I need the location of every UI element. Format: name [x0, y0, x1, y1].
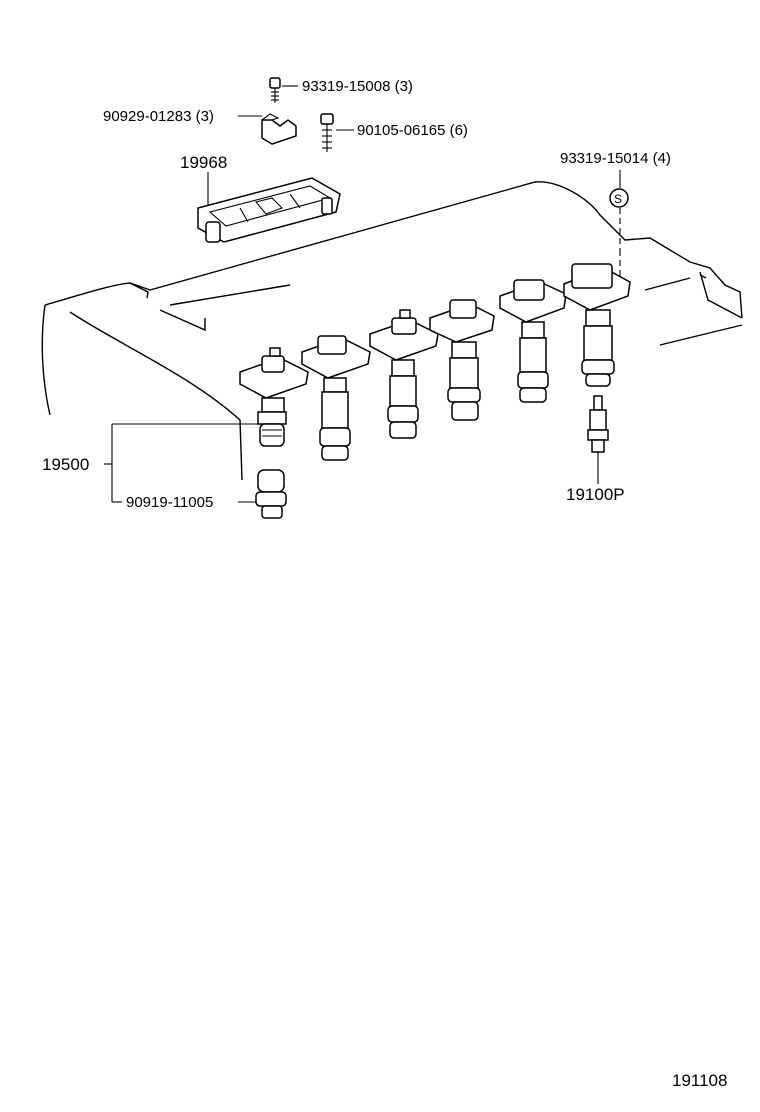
label-plug: 19100P [566, 485, 625, 504]
leader-19500 [104, 423, 260, 503]
label-bracket: 90929-01283 (3) [103, 108, 214, 125]
bolt-90105-06165 [320, 113, 354, 152]
bolt-93319-15008 [269, 77, 298, 103]
label-stud-right: 93319-15014 (4) [560, 150, 671, 167]
ignition-coil-3 [369, 309, 439, 439]
label-symbol-s: S [614, 192, 622, 206]
ignition-coil-6 [563, 263, 631, 387]
boot-90919-11005 [255, 469, 287, 519]
engine-head-outline [41, 181, 743, 481]
bracket-90929-01283 [238, 113, 297, 145]
label-bolt-top: 93319-15008 (3) [302, 78, 413, 95]
ignition-coil-5 [499, 279, 567, 403]
label-diagram-number: 191108 [672, 1071, 727, 1090]
ignition-coil-4 [429, 299, 495, 421]
label-cover: 19968 [180, 153, 227, 172]
spark-plug-19100P [587, 395, 609, 484]
ignition-coil-2 [301, 335, 371, 461]
ignition-coils [239, 263, 631, 461]
stud-93319-15014 [609, 170, 629, 290]
cover-19968 [197, 172, 341, 243]
label-bolt-mid: 90105-06165 (6) [357, 122, 468, 139]
label-boot: 90919-11005 [126, 494, 213, 511]
ignition-coil-1 [239, 347, 309, 447]
label-coil-assy: 19500 [42, 455, 89, 474]
